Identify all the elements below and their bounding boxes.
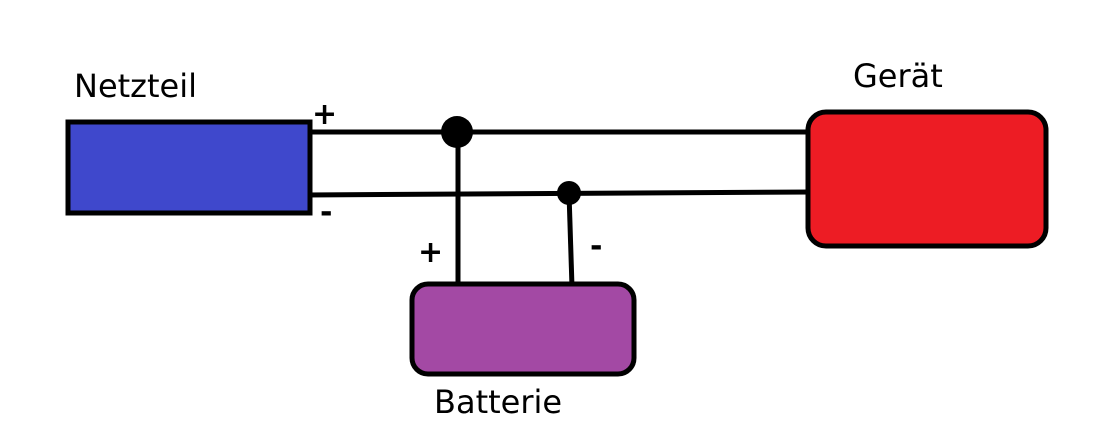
- battery-box: [409, 281, 637, 377]
- battery-label: Batterie: [434, 383, 563, 421]
- battery-minus-sign: -: [590, 229, 603, 264]
- battery-plus-sign: +: [418, 235, 444, 270]
- junction-positive: [441, 116, 473, 148]
- device-label: Gerät: [853, 57, 943, 95]
- junction-negative: [557, 181, 581, 205]
- power-supply-plus-sign: +: [312, 97, 338, 132]
- power-supply-label: Netzteil: [74, 67, 197, 105]
- device-box: [805, 109, 1049, 249]
- power-supply-box: [65, 119, 313, 216]
- power-supply-minus-sign: -: [320, 195, 333, 230]
- wire-battery-negative: [566, 192, 575, 288]
